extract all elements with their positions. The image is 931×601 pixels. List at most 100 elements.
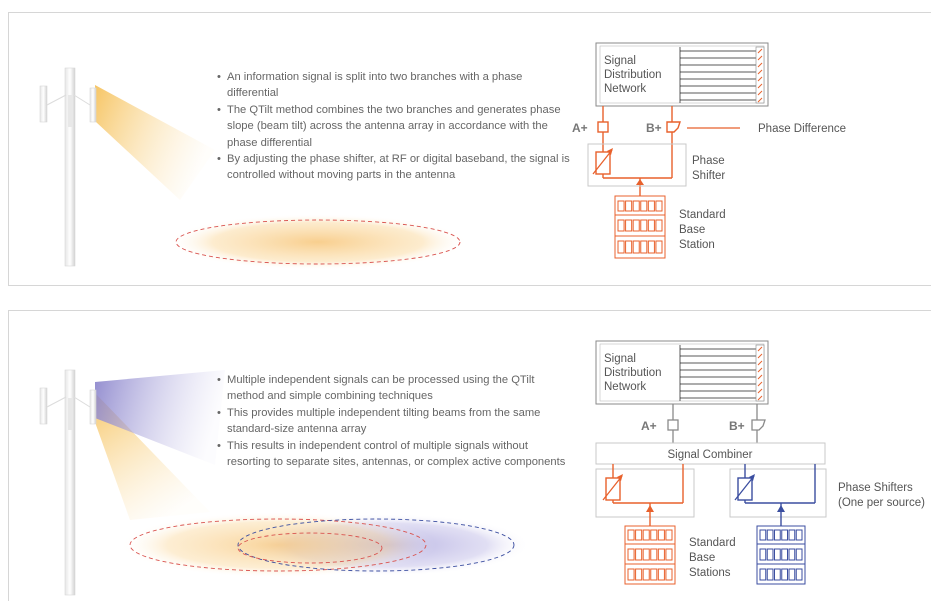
antenna-tower-icon-2 (39, 369, 97, 596)
rack-slot (642, 568, 650, 581)
rack-slot (759, 548, 767, 561)
phase-shifter-label-2: Shifter (692, 170, 725, 182)
rack-slot (781, 568, 788, 581)
rack-slot (632, 219, 640, 232)
bullet-item: The QTilt method combines the two branch… (217, 102, 572, 151)
phase-shifters-label-2: (One per source) (838, 497, 925, 509)
base-station-label-3: Station (679, 239, 715, 251)
rack-slot (759, 529, 767, 541)
rack-slot (788, 568, 796, 581)
rack-slot (781, 529, 788, 541)
antenna-tower-icon (39, 67, 97, 267)
sdn2-label-line1: Signal (604, 353, 636, 365)
rack-slot (766, 529, 774, 541)
base-station-label-2: Base (679, 224, 705, 236)
phase-shifter-label-1: Phase (692, 155, 725, 167)
phase-shifter-box-blue (729, 464, 827, 526)
phase-shifters-label-1: Phase Shifters (838, 482, 913, 494)
rack-slot (759, 568, 767, 581)
rack-slot (774, 529, 781, 541)
beam-1 (95, 85, 215, 200)
sdn-label-line2: Distribution (604, 69, 662, 81)
base-station-icon-blue (756, 525, 806, 585)
bullet-list-2: Multiple independent signals can be proc… (217, 372, 567, 470)
sdn2-label-line2: Distribution (604, 367, 662, 379)
base-station-icon-orange-2 (624, 525, 676, 585)
rack-slot (650, 548, 658, 561)
port-a-label: A+ (572, 121, 588, 135)
rack-slot (642, 529, 650, 541)
rack-slot (665, 568, 673, 581)
rack-slot (657, 568, 665, 581)
port-wiring-1 (597, 106, 681, 196)
rack-slot (632, 240, 640, 254)
signal-distribution-network-2: Signal Distribution Network (595, 340, 769, 405)
rack-slot (665, 529, 673, 541)
rack-slot (635, 529, 643, 541)
rack-slot (788, 548, 796, 561)
rack-slot (647, 219, 655, 232)
footprint-ellipses-2 (120, 512, 530, 578)
rack-slot (657, 548, 665, 561)
rack-slot (632, 200, 640, 212)
bullet-item: This results in independent control of m… (217, 438, 567, 471)
rack-slot (617, 219, 625, 232)
rack-slot (795, 529, 803, 541)
rack-slot (627, 548, 635, 561)
rack-slot (766, 568, 774, 581)
rack-slot (650, 568, 658, 581)
rack-slot (640, 219, 648, 232)
rack-slot (655, 200, 663, 212)
base-stations-label-3: Stations (689, 567, 731, 579)
rack-slot (635, 568, 643, 581)
rack-slot (627, 568, 635, 581)
phase-shifter-box-1 (587, 143, 687, 187)
rack-slot (640, 240, 648, 254)
port-b-label-2: B+ (729, 419, 745, 433)
bullet-item: This provides multiple independent tilti… (217, 405, 567, 438)
signal-combiner-label: Signal Combiner (667, 449, 752, 461)
rack-slot (642, 548, 650, 561)
rack-slot (617, 240, 625, 254)
bullet-item: An information signal is split into two … (217, 69, 572, 102)
rack-slot (774, 548, 781, 561)
rack-slot (657, 529, 665, 541)
rack-slot (627, 529, 635, 541)
rack-slot (655, 219, 663, 232)
rack-slot (795, 548, 803, 561)
phase-difference-label: Phase Difference (758, 123, 846, 135)
rack-slot (655, 240, 663, 254)
beam-2-purple (95, 370, 225, 465)
sdn2-label-line3: Network (604, 381, 646, 393)
rack-slot (647, 200, 655, 212)
port-b-label: B+ (646, 121, 662, 135)
bullet-list-1: An information signal is split into two … (217, 69, 572, 184)
signal-combiner-box: Signal Combiner (595, 442, 826, 465)
rack-slot (774, 568, 781, 581)
bullet-item: By adjusting the phase shifter, at RF or… (217, 151, 572, 184)
signal-distribution-network-1: Signal Distribution Network (595, 42, 769, 107)
rack-slot (640, 200, 648, 212)
port-a-label-2: A+ (641, 419, 657, 433)
footprint-ellipse-1 (168, 214, 468, 270)
rack-slot (625, 200, 633, 212)
rack-slot (650, 529, 658, 541)
rack-slot (788, 529, 796, 541)
base-station-icon-orange-1 (614, 195, 666, 259)
port-wiring-2 (667, 404, 766, 443)
rack-slot (795, 568, 803, 581)
phase-shifter-box-orange (595, 464, 695, 526)
rack-slot (625, 240, 633, 254)
rack-slot (635, 548, 643, 561)
base-station-label-1: Standard (679, 209, 726, 221)
base-stations-label-1: Standard (689, 537, 736, 549)
base-stations-label-2: Base (689, 552, 715, 564)
rack-slot (647, 240, 655, 254)
sdn-label-line3: Network (604, 83, 646, 95)
bullet-item: Multiple independent signals can be proc… (217, 372, 567, 405)
rack-slot (665, 548, 673, 561)
rack-slot (766, 548, 774, 561)
rack-slot (625, 219, 633, 232)
rack-slot (617, 200, 625, 212)
